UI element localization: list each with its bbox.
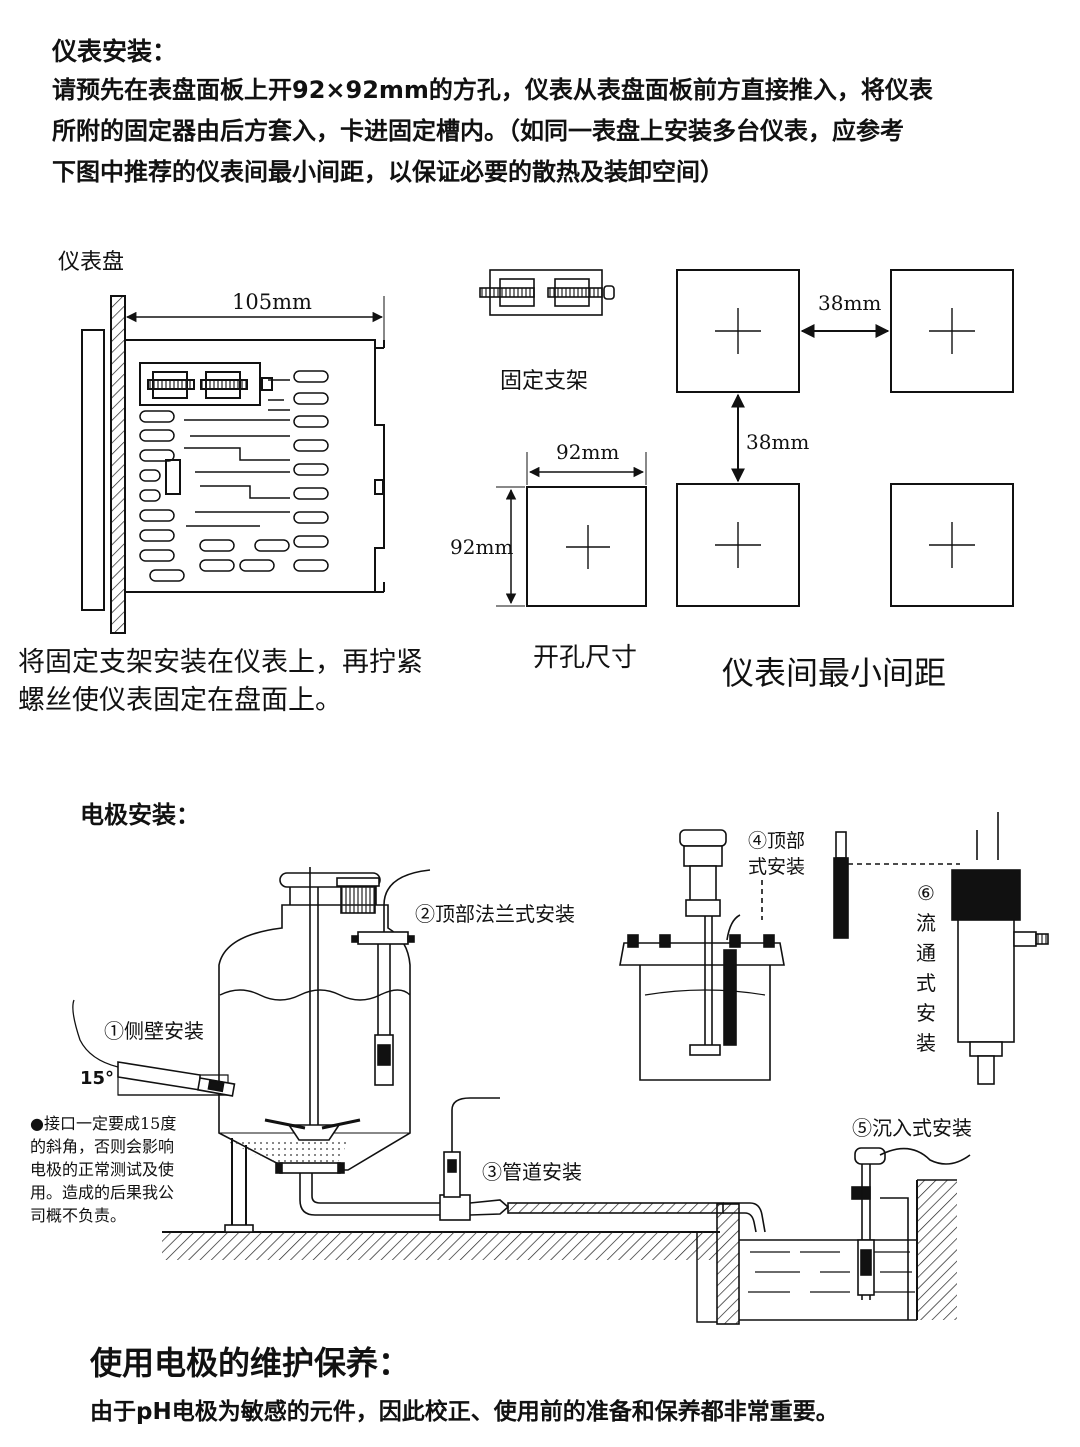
side-wall-label: ①侧壁安装 [104,1019,204,1043]
install-paragraph-line: 请预先在表盘面板上开92×92mm的方孔，仪表从表盘面板前方直接推入，将仪表 [52,76,933,104]
note-line: ●接口一定要成15度 [30,1114,177,1133]
flow-char: 安 [916,1001,936,1025]
cutout-diagram [496,452,647,607]
meter-side-view [81,295,385,634]
install-paragraph-line: 所附的固定器由后方套入，卡进固定槽内。（如同一表盘上安装多台仪表，应参考 [52,117,904,145]
electrode-heading: 电极安装： [80,801,200,829]
note-line: 的斜角，否则会影响 [30,1137,175,1156]
note-line: 电极的正常测试及使 [30,1160,175,1179]
install-paragraph-line: 下图中推荐的仪表间最小间距，以保证必要的散热及装卸空间） [52,158,724,186]
flow-char: 流 [916,911,936,935]
angle-note: ●接口一定要成15度 的斜角，否则会影响 电极的正常测试及使 用。造成的后果我公… [30,1112,176,1227]
mount-caption-line: 将固定支架安装在仪表上，再拧紧 [18,647,423,678]
meter-front-bezel [81,329,105,611]
top-mount-reactor [619,829,785,1081]
top-mount-label-2: 式安装 [748,856,806,878]
tank-lid [279,872,381,888]
flow-cell [951,812,1049,1085]
cutout-width-label: 92mm [556,440,620,464]
flow-char: 装 [916,1031,936,1055]
cutout-height-label: 92mm [450,535,514,559]
flow-cell-label: ⑥ 流 通 式 安 装 [914,878,938,1058]
note-line: 司概不负责。 [30,1206,127,1225]
pipe-electrode-tee [439,1194,471,1221]
flow-char: 式 [916,971,936,995]
maintenance-heading: 使用电极的维护保养： [90,1344,411,1382]
depth-label: 105mm [232,290,312,314]
fixing-bracket [479,269,615,316]
flow-char: ⑥ [917,881,935,905]
angle-label: 15° [80,1068,115,1089]
electrode-scene [72,812,1049,1325]
maintenance-text: 由于pH电极为敏感的元件，因此校正、使用前的准备和保养都非常重要。 [90,1399,839,1425]
bracket-label: 固定支架 [500,369,589,394]
tank-body [218,904,411,1171]
spacing-h-label: 38mm [818,291,882,315]
meter-square [890,269,1014,393]
spacing-v-label: 38mm [746,430,810,454]
note-line: 用。造成的后果我公 [30,1183,175,1202]
top-mount-label-1: ④顶部 [748,830,806,852]
flow-char: 通 [916,941,936,965]
terminal-block [165,459,181,495]
top-flange-label: ②顶部法兰式安装 [415,902,575,926]
pipe-label: ③管道安装 [482,1160,582,1184]
spacing-caption: 仪表间最小间距 [722,654,947,692]
ventilation-slots [139,370,329,582]
spacing-grid [676,269,1014,607]
meter-square [890,483,1014,607]
meter-square [676,269,800,393]
housing-latch [374,479,384,495]
panel-label: 仪表盘 [58,250,125,275]
install-paragraph: 请预先在表盘面板上开92×92mm的方孔，仪表从表盘面板前方直接推入，将仪表 所… [52,70,1052,193]
immersion-label: ⑤沉入式安装 [852,1116,972,1140]
mount-caption-line: 螺丝使仪表固定在盘面上。 [18,685,342,716]
cutout-square [526,486,647,607]
install-heading: 仪表安装： [52,37,178,66]
panel-wall [110,295,126,634]
meter-square [676,483,800,607]
mount-caption: 将固定支架安装在仪表上，再拧紧 螺丝使仪表固定在盘面上。 [18,644,423,720]
cutout-caption: 开孔尺寸 [533,643,638,673]
